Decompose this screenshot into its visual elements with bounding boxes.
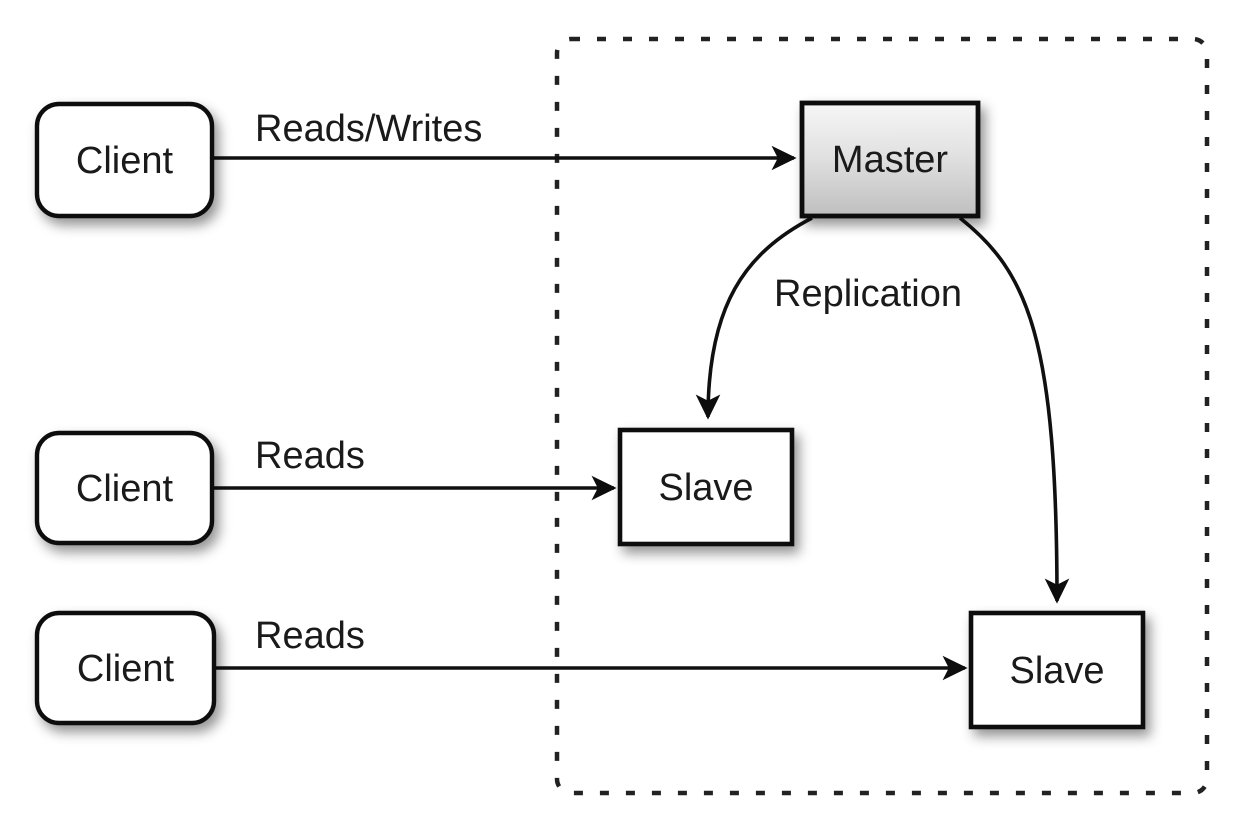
client-2-box[interactable] [34,430,215,546]
node-client-1[interactable]: Client [34,101,215,219]
edge-label-reads-slave2: Reads [255,615,365,657]
slave-2-label: Slave [1009,650,1104,692]
client-3-label: Client [77,648,175,690]
edge-master-to-slave1 [695,216,813,420]
edge-label-replication: Replication [774,273,962,315]
node-client-2[interactable]: Client [34,430,215,546]
node-slave-1[interactable]: Slave [617,427,795,547]
edge-master-to-slave2 [958,216,1070,604]
edge-label-group: Reads/Writes Replication Reads Reads [255,108,962,657]
edge-label-reads-slave1: Reads [255,435,365,477]
edge-label-reads-writes: Reads/Writes [255,108,482,150]
client-3-box[interactable] [34,610,217,726]
node-slave-2[interactable]: Slave [968,610,1146,730]
client-1-label: Client [76,140,174,182]
master-label: Master [832,139,948,181]
edge-group [212,145,1070,681]
node-master[interactable]: Master [799,100,981,219]
database-cluster-boundary [554,36,1210,796]
client-2-label: Client [76,468,174,510]
slave-1-box[interactable] [617,427,795,547]
node-client-3[interactable]: Client [34,610,217,726]
slave-1-label: Slave [658,467,753,509]
client-1-box[interactable] [34,101,215,219]
master-box[interactable] [799,100,981,219]
slave-2-box[interactable] [968,610,1146,730]
